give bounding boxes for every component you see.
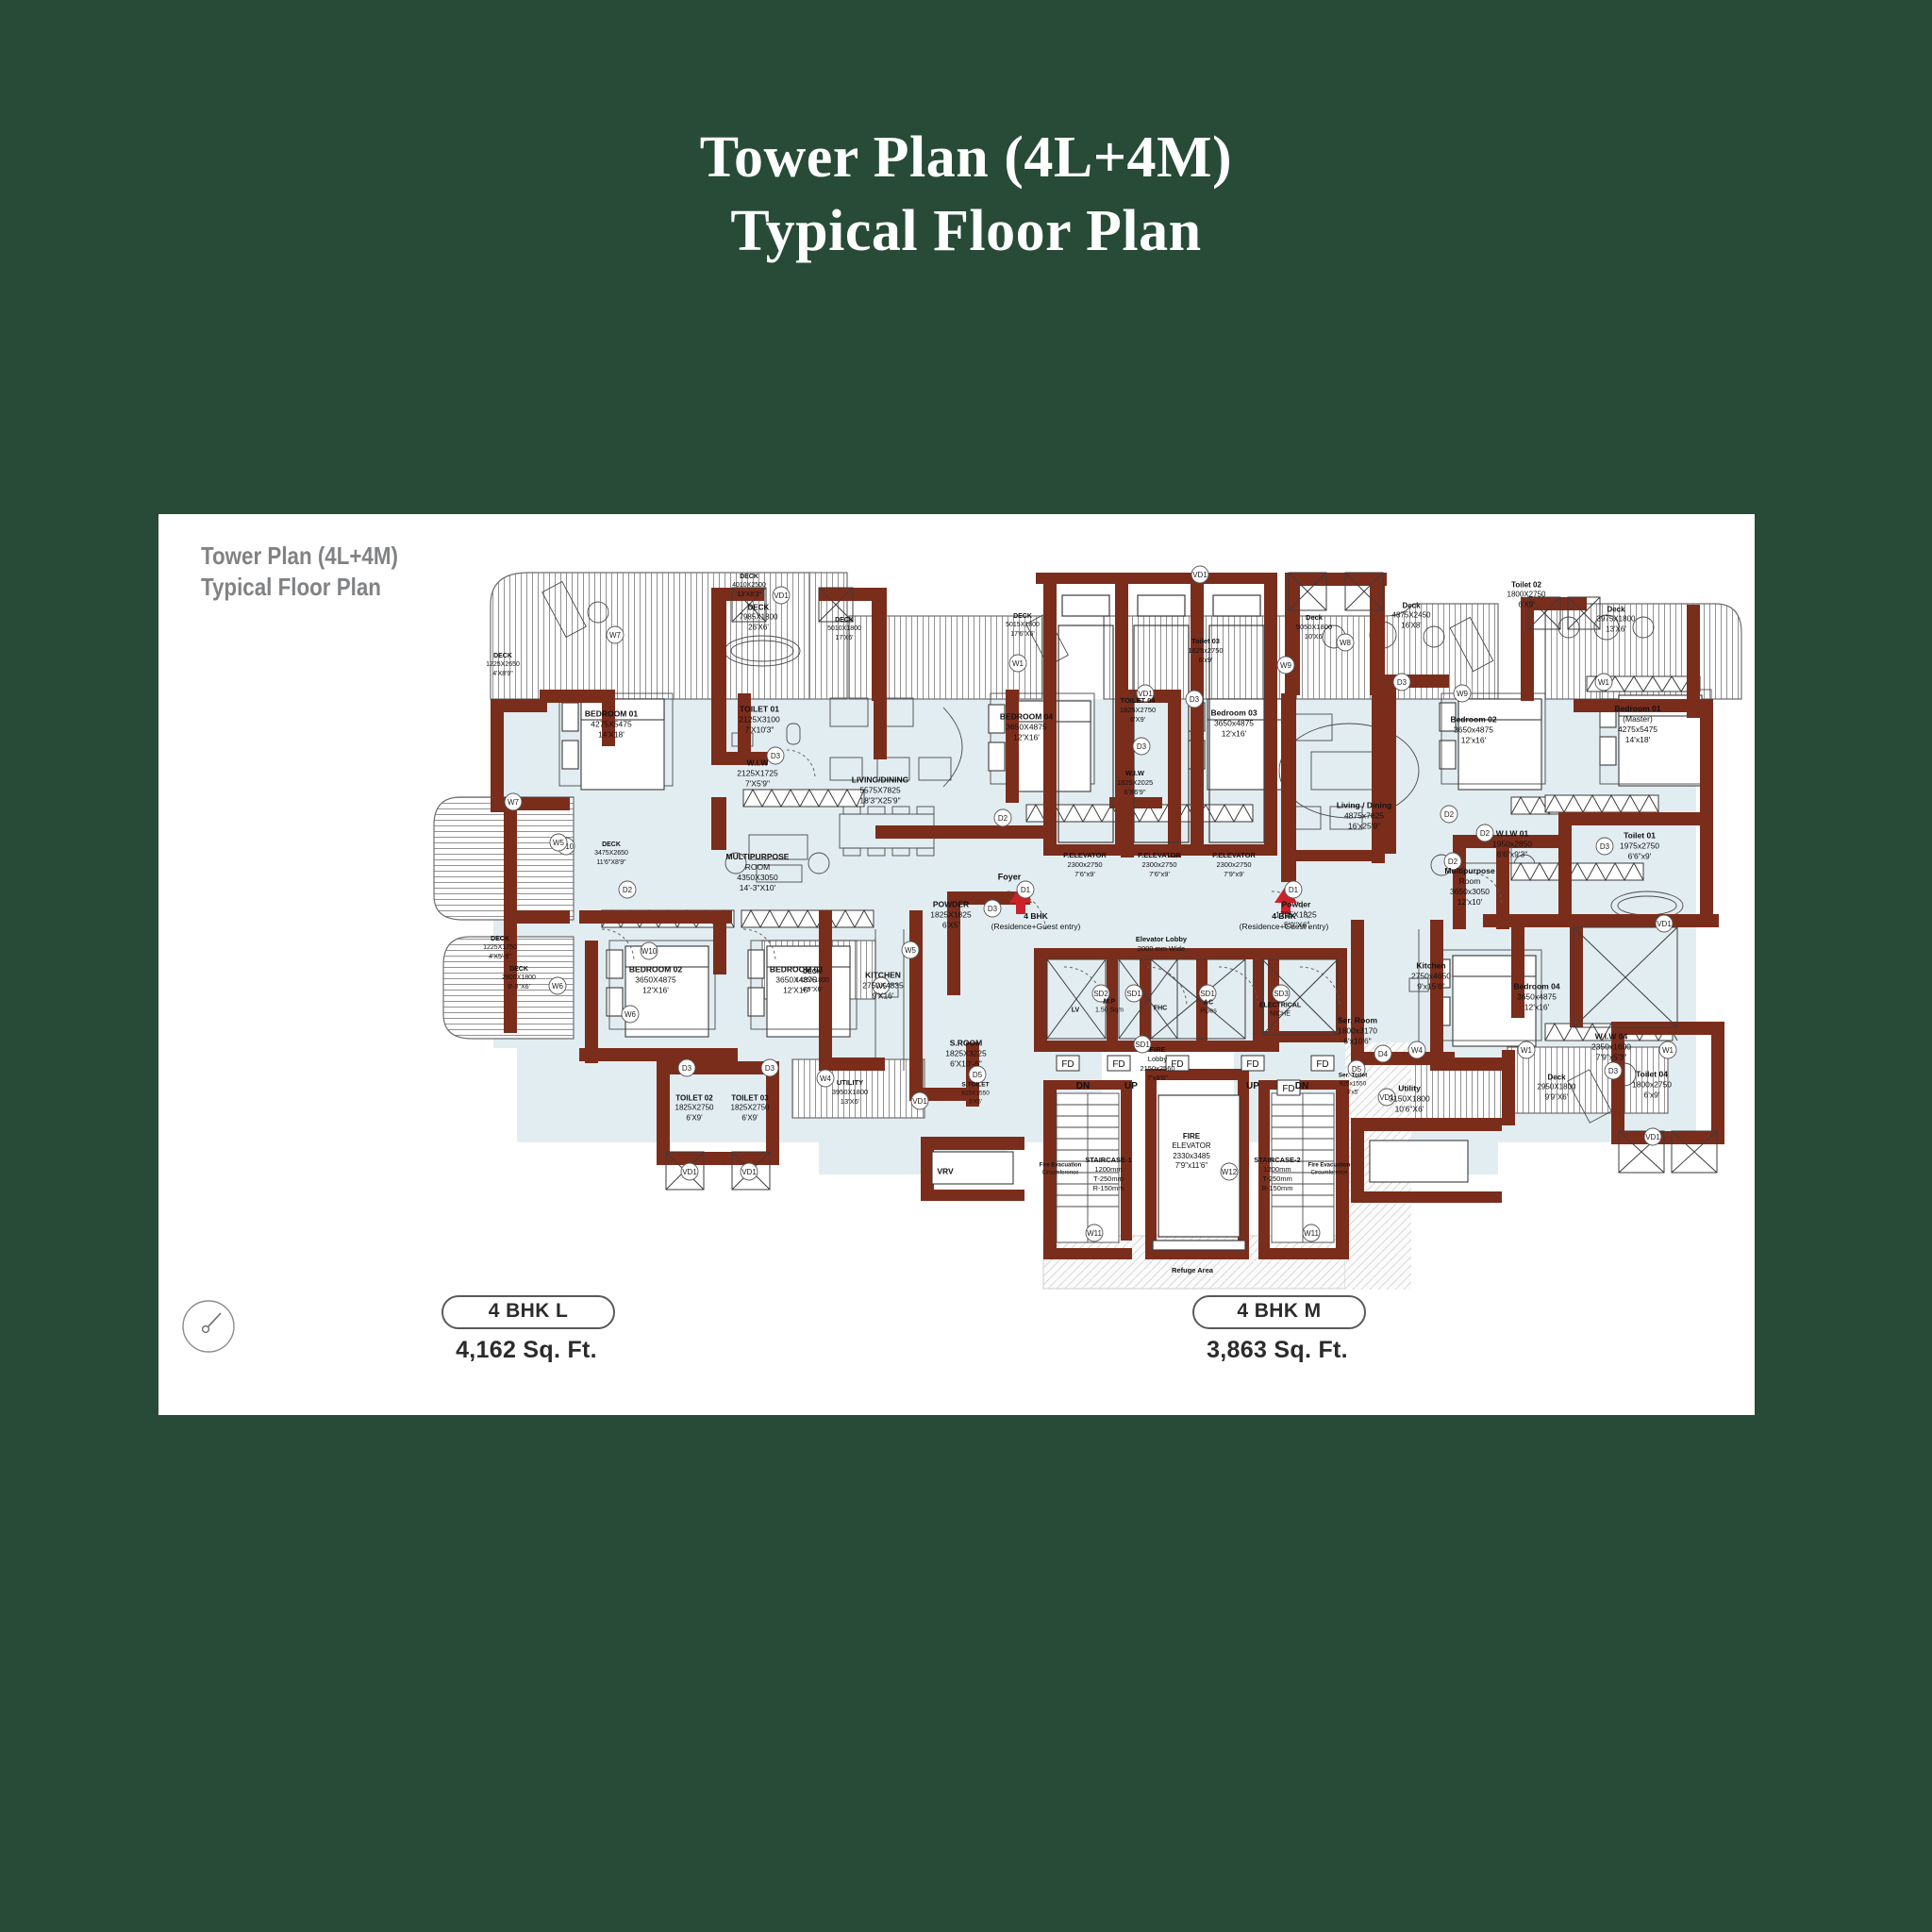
title-line-2: Typical Floor Plan xyxy=(730,199,1202,263)
svg-text:W7: W7 xyxy=(508,798,520,807)
svg-text:W5: W5 xyxy=(553,839,565,847)
svg-text:VD1: VD1 xyxy=(774,591,789,600)
svg-text:VD1: VD1 xyxy=(1138,690,1153,698)
svg-text:FD: FD xyxy=(1112,1059,1124,1070)
svg-text:W1: W1 xyxy=(1662,1046,1674,1055)
svg-text:W12: W12 xyxy=(1222,1168,1238,1176)
svg-text:D5: D5 xyxy=(973,1071,983,1079)
svg-text:D3: D3 xyxy=(1397,678,1407,687)
svg-text:D2: D2 xyxy=(1480,829,1491,838)
svg-text:W7: W7 xyxy=(609,631,622,640)
svg-text:W1: W1 xyxy=(1521,1046,1533,1055)
svg-text:FD: FD xyxy=(1246,1059,1258,1070)
north-arrow-icon xyxy=(182,1300,235,1353)
elevator-cabs xyxy=(1058,594,1265,1251)
svg-text:D1: D1 xyxy=(1289,886,1299,894)
svg-text:SD2: SD2 xyxy=(1093,990,1108,998)
svg-text:W9: W9 xyxy=(1280,661,1292,670)
svg-text:D5: D5 xyxy=(1352,1065,1362,1074)
equipment-boxes xyxy=(931,1140,1469,1185)
svg-text:VD1: VD1 xyxy=(912,1097,927,1106)
svg-text:D3: D3 xyxy=(988,905,998,913)
unit-area-left: 4,162 Sq. Ft. xyxy=(456,1337,597,1363)
svg-text:W5: W5 xyxy=(875,982,888,991)
svg-text:SD1: SD1 xyxy=(1135,1041,1150,1049)
svg-text:VD1: VD1 xyxy=(741,1168,757,1176)
fire-door-tags: FD FD FD FD FD FD xyxy=(1056,1055,1335,1096)
svg-text:W9: W9 xyxy=(1457,690,1469,698)
unit-tag-left: 4 BHK L xyxy=(441,1295,615,1329)
opening-tags: W7 W10 D2 W7 VD1 D3 W10 W6 D3 D3 VD1 VD1… xyxy=(504,565,1677,1242)
svg-text:D4: D4 xyxy=(1378,1050,1389,1058)
svg-text:FD: FD xyxy=(1282,1084,1294,1094)
svg-text:SD1: SD1 xyxy=(1126,990,1141,998)
svg-text:VD1: VD1 xyxy=(1192,571,1208,579)
svg-text:D2: D2 xyxy=(1448,858,1458,866)
unit-tag-right: 4 BHK M xyxy=(1192,1295,1366,1329)
canvas-header-line-2: Typical Floor Plan xyxy=(201,573,381,601)
svg-text:W5: W5 xyxy=(905,946,917,955)
svg-text:D3: D3 xyxy=(765,1064,775,1073)
svg-text:W1: W1 xyxy=(1012,659,1024,668)
svg-text:W6: W6 xyxy=(552,982,564,991)
svg-text:VD1: VD1 xyxy=(1645,1133,1660,1141)
structural-walls xyxy=(491,573,1724,1259)
svg-text:W10: W10 xyxy=(641,947,658,956)
stair-treads xyxy=(1056,1092,1335,1243)
unit-area-right: 3,863 Sq. Ft. xyxy=(1207,1337,1348,1363)
svg-text:W4: W4 xyxy=(820,1074,832,1083)
svg-text:SD3: SD3 xyxy=(1274,990,1289,998)
floorplan-drawing: FD FD FD FD FD FD W7 W10 D2 W7 VD1 D3 W1… xyxy=(433,565,1742,1290)
svg-text:D2: D2 xyxy=(998,814,1008,823)
svg-text:W11: W11 xyxy=(1304,1229,1319,1238)
svg-text:D3: D3 xyxy=(1190,695,1200,704)
svg-text:VD1: VD1 xyxy=(1657,920,1672,928)
svg-text:W4: W4 xyxy=(1411,1046,1424,1055)
canvas-header-line-1: Tower Plan (4L+4M) xyxy=(201,541,398,570)
svg-text:SD1: SD1 xyxy=(1200,990,1215,998)
svg-text:D3: D3 xyxy=(771,752,781,760)
svg-text:FD: FD xyxy=(1316,1059,1328,1070)
entry-arrow-icon xyxy=(1009,886,1297,914)
door-swings xyxy=(601,749,1503,1008)
svg-text:D3: D3 xyxy=(1137,742,1147,751)
svg-text:D3: D3 xyxy=(1608,1067,1619,1075)
svg-text:FD: FD xyxy=(1171,1059,1183,1070)
canvas-header: Tower Plan (4L+4M) Typical Floor Plan xyxy=(201,541,398,603)
title-line-1: Tower Plan (4L+4M) xyxy=(699,125,1233,190)
svg-text:D3: D3 xyxy=(682,1064,692,1073)
svg-text:W11: W11 xyxy=(1087,1229,1102,1238)
svg-text:FD: FD xyxy=(1061,1059,1074,1070)
svg-text:D3: D3 xyxy=(1600,842,1610,851)
svg-text:W1: W1 xyxy=(1598,678,1610,687)
svg-text:W6: W6 xyxy=(625,1010,637,1019)
page-title: Tower Plan (4L+4M) Typical Floor Plan xyxy=(0,121,1932,268)
svg-text:W8: W8 xyxy=(1340,639,1352,647)
svg-text:D2: D2 xyxy=(623,886,633,894)
svg-text:VD1: VD1 xyxy=(682,1168,697,1176)
svg-text:D2: D2 xyxy=(1444,810,1455,819)
floorplan-canvas: Tower Plan (4L+4M) Typical Floor Plan xyxy=(158,514,1755,1415)
svg-text:VD1: VD1 xyxy=(1379,1093,1394,1102)
apartment-floor-fill xyxy=(493,699,1696,1174)
svg-text:D1: D1 xyxy=(1021,886,1031,894)
